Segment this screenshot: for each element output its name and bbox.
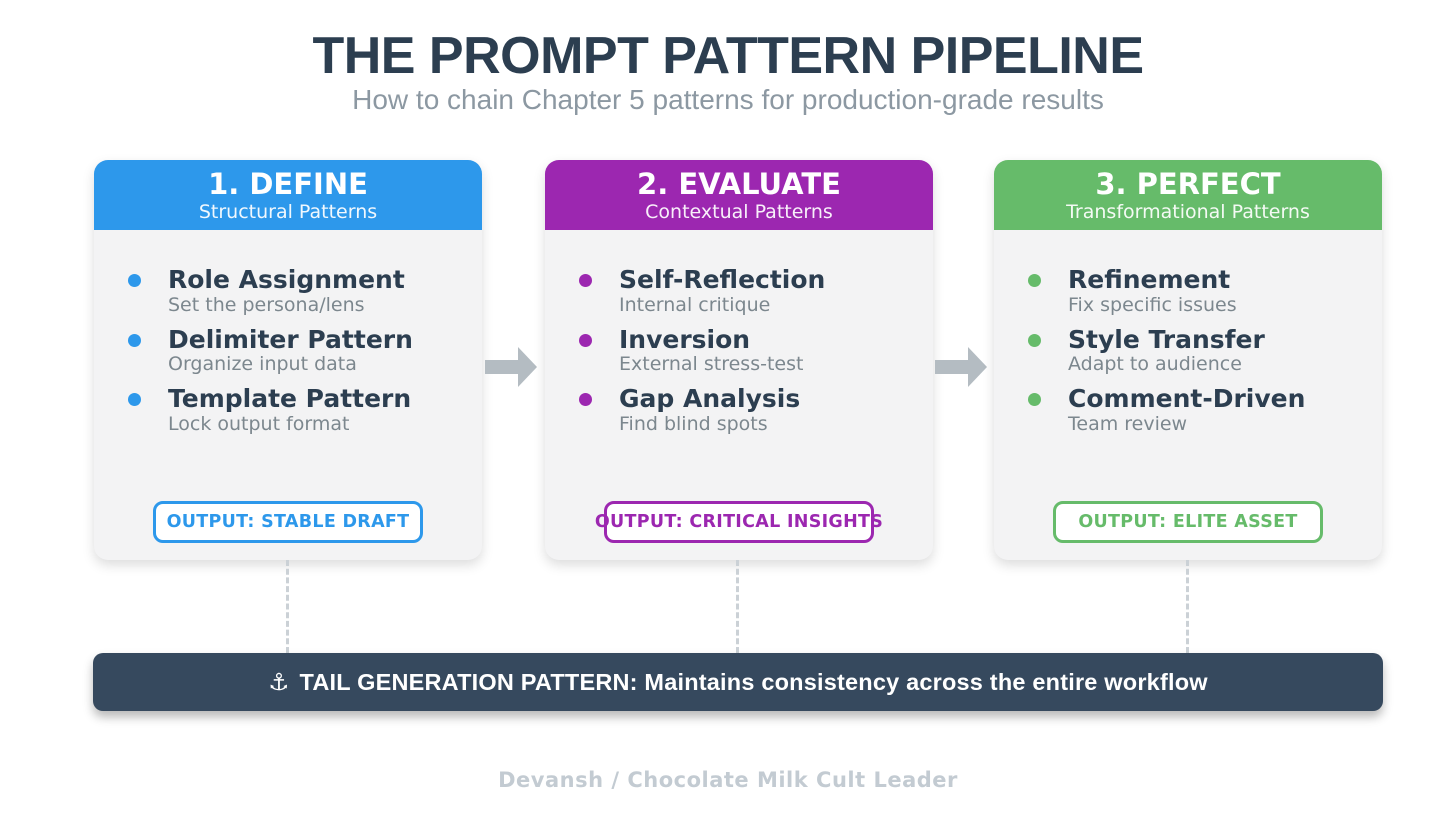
page-title: THE PROMPT PATTERN PIPELINE — [312, 27, 1144, 85]
card-define-title: 1. DEFINE — [208, 167, 368, 201]
pattern-description: Find blind spots — [619, 412, 768, 435]
pattern-name: Inversion — [619, 324, 751, 354]
arrow-shaft — [485, 360, 518, 374]
bullet-dot-icon — [1028, 274, 1041, 287]
arrow-head — [518, 347, 537, 387]
pattern-description: Adapt to audience — [1068, 353, 1242, 376]
list-item: Style Transfer Adapt to audience — [1026, 324, 1372, 377]
card-perfect-body: Refinement Fix specific issues Style Tra… — [994, 230, 1382, 560]
card-define-header: 1. DEFINE Structural Patterns — [94, 160, 482, 230]
dashed-connector — [736, 560, 739, 653]
pattern-description: Set the persona/lens — [168, 293, 365, 316]
list-item: Comment-Driven Team review — [1026, 384, 1372, 436]
list-item: Self-Reflection Internal critique — [577, 265, 923, 317]
pattern-name: Style Transfer — [1068, 324, 1265, 354]
bullet-dot-icon — [128, 393, 141, 407]
card-evaluate-body: Self-Reflection Internal critique Invers… — [545, 230, 933, 560]
pattern-name: Role Assignment — [168, 265, 405, 294]
pattern-description: Team review — [1068, 412, 1188, 435]
pattern-description: Fix specific issues — [1068, 293, 1237, 316]
tail-bar-text: TAIL GENERATION PATTERN: Maintains consi… — [299, 668, 1208, 695]
card-perfect-header: 3. PERFECT Transformational Patterns — [994, 160, 1382, 230]
dashed-connector — [286, 560, 289, 653]
pattern-name: Template Pattern — [168, 384, 412, 414]
output-badge: OUTPUT: STABLE DRAFT — [153, 501, 423, 543]
arrow-head — [968, 347, 987, 387]
pattern-name: Gap Analysis — [619, 384, 801, 414]
arrow-right-icon — [935, 347, 987, 387]
bullet-dot-icon — [128, 333, 141, 347]
card-evaluate-header: 2. EVALUATE Contextual Patterns — [545, 160, 933, 230]
credit-line: Devansh / Chocolate Milk Cult Leader — [498, 768, 958, 792]
bullet-dot-icon — [128, 274, 141, 287]
pattern-name: Self-Reflection — [619, 265, 826, 294]
list-item: Refinement Fix specific issues — [1026, 265, 1372, 317]
card-evaluate: 2. EVALUATE Contextual Patterns Self-Ref… — [545, 160, 933, 560]
card-define-subtitle: Structural Patterns — [198, 201, 378, 224]
pattern-name: Comment-Driven — [1068, 384, 1306, 414]
list-item: Inversion External stress-test — [577, 324, 923, 377]
output-badge: OUTPUT: CRITICAL INSIGHTS — [595, 501, 883, 543]
pattern-name: Delimiter Pattern — [168, 324, 413, 354]
bullet-dot-icon — [579, 393, 592, 407]
arrow-right-icon — [485, 347, 537, 387]
list-item: Role Assignment Set the persona/lens — [126, 265, 472, 317]
tail-generation-bar: ⚓ TAIL GENERATION PATTERN: Maintains con… — [93, 653, 1383, 711]
list-item: Gap Analysis Find blind spots — [577, 384, 923, 436]
bullet-dot-icon — [579, 333, 592, 347]
dashed-connector — [1186, 560, 1189, 653]
arrow-shaft — [935, 360, 968, 374]
card-perfect-title: 3. PERFECT — [1095, 167, 1281, 201]
pattern-description: Lock output format — [168, 412, 350, 435]
card-define: 1. DEFINE Structural Patterns Role Assig… — [94, 160, 482, 560]
card-evaluate-subtitle: Contextual Patterns — [645, 201, 833, 224]
output-badge: OUTPUT: ELITE ASSET — [1053, 501, 1323, 543]
pattern-name: Refinement — [1068, 265, 1231, 294]
list-item: Delimiter Pattern Organize input data — [126, 324, 472, 377]
card-evaluate-title: 2. EVALUATE — [637, 167, 841, 201]
pattern-description: Internal critique — [619, 293, 771, 316]
anchor-icon: ⚓ — [268, 668, 290, 696]
bullet-dot-icon — [579, 274, 592, 287]
page-subtitle: How to chain Chapter 5 patterns for prod… — [352, 84, 1104, 115]
bullet-dot-icon — [1028, 393, 1041, 407]
pattern-description: External stress-test — [619, 353, 804, 376]
bullet-dot-icon — [1028, 333, 1041, 347]
card-perfect-subtitle: Transformational Patterns — [1066, 201, 1310, 224]
list-item: Template Pattern Lock output format — [126, 384, 472, 436]
card-define-body: Role Assignment Set the persona/lens Del… — [94, 230, 482, 560]
pattern-description: Organize input data — [168, 353, 357, 376]
card-perfect: 3. PERFECT Transformational Patterns Ref… — [994, 160, 1382, 560]
